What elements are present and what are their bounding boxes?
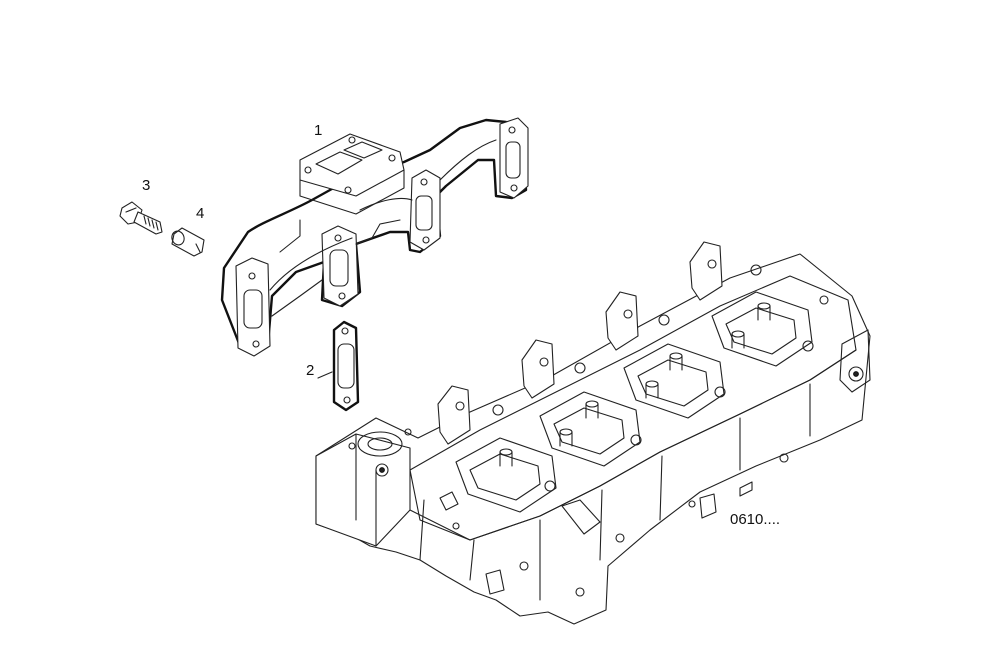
reference-code: 0610.... bbox=[730, 511, 780, 528]
callout-2: 2 bbox=[306, 362, 314, 379]
exhaust-manifold bbox=[220, 117, 529, 357]
spacer bbox=[171, 227, 205, 257]
callout-4: 4 bbox=[196, 205, 204, 222]
callout-1: 1 bbox=[314, 122, 322, 139]
gasket bbox=[332, 320, 360, 412]
valve-stems bbox=[499, 302, 771, 467]
callout-2-leader bbox=[317, 371, 333, 379]
cylinder-head bbox=[315, 241, 871, 625]
bolt bbox=[119, 201, 163, 235]
callout-3: 3 bbox=[142, 177, 150, 194]
